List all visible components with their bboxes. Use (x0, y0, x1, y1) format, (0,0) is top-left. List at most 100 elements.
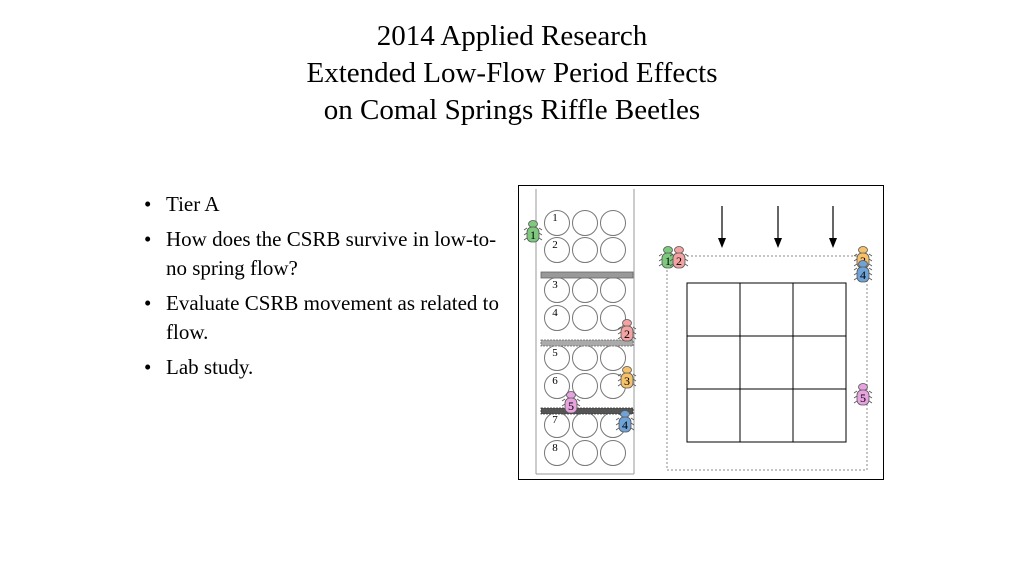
substrate-cell (572, 440, 598, 466)
beetle-icon (618, 416, 632, 433)
title-line-2: Extended Low-Flow Period Effects (306, 57, 718, 89)
beetle-head-icon (620, 410, 630, 418)
beetle-leg (669, 253, 674, 257)
beetle-icon (564, 397, 578, 414)
beetle-leg (868, 253, 873, 257)
beetle-leg (630, 417, 635, 421)
grid-cell (686, 335, 741, 390)
beetle-head-icon (663, 246, 673, 254)
experiment-diagram: 123456781235412345 (518, 185, 884, 480)
beetle-leg (658, 263, 663, 267)
beetle-head-icon (674, 246, 684, 254)
beetle-head-icon (858, 260, 868, 268)
bullet-text: How does the CSRB survive in low-to-no s… (166, 227, 497, 280)
bullet-text: Lab study. (166, 355, 254, 379)
beetle-leg (632, 383, 637, 387)
beetle-head-icon (858, 246, 868, 254)
beetle-leg (523, 232, 528, 236)
beetle-leg (523, 237, 528, 241)
beetle-leg (617, 373, 622, 377)
beetle-leg (669, 263, 674, 267)
beetle-label: 4 (622, 418, 628, 432)
beetle-leg (576, 403, 581, 407)
beetle-leg (868, 395, 873, 399)
beetle-leg (853, 258, 858, 262)
substrate-cell (600, 210, 626, 236)
beetle-icon (620, 372, 634, 389)
beetle-leg (632, 336, 637, 340)
beetle-label: 5 (860, 391, 866, 405)
flow-arrow-icon (718, 238, 726, 248)
bullet-item: •Tier A (144, 190, 504, 219)
substrate-cell (600, 440, 626, 466)
bullet-text: Evaluate CSRB movement as related to flo… (166, 291, 500, 344)
beetle-leg (868, 390, 873, 394)
beetle-leg (853, 395, 858, 399)
beetle-leg (538, 227, 543, 231)
row-number-label: 8 (552, 442, 558, 454)
beetle-leg (853, 277, 858, 281)
grid-cell (739, 282, 794, 337)
row-number-label: 6 (552, 375, 558, 387)
grid-cell (792, 282, 847, 337)
bullet-list: •Tier A • How does the CSRB survive in lo… (144, 190, 504, 388)
beetle-head-icon (528, 220, 538, 228)
beetle-leg (669, 258, 674, 262)
beetle-leg (853, 267, 858, 271)
beetle-leg (561, 403, 566, 407)
flow-arrow-icon (774, 238, 782, 248)
substrate-cell (544, 305, 570, 331)
beetle-label: 5 (568, 399, 574, 413)
row-number-label: 2 (552, 239, 558, 251)
grid-cell (686, 282, 741, 337)
beetle-leg (615, 417, 620, 421)
slide-title: 2014 Applied Research Extended Low-Flow … (0, 18, 1024, 129)
title-line-3: on Comal Springs Riffle Beetles (323, 94, 701, 126)
divider-screen-dark (540, 407, 634, 415)
beetle-head-icon (622, 319, 632, 327)
bullet-dot-icon: • (144, 291, 152, 315)
beetle-label: 1 (665, 254, 671, 268)
experiment-diagram-svg: 123456781235412345 (523, 189, 873, 475)
beetle-leg (853, 253, 858, 257)
beetle-leg (868, 400, 873, 404)
beetle-leg (658, 258, 663, 262)
arena-border (666, 255, 868, 471)
substrate-cell (600, 237, 626, 263)
substrate-cell (600, 277, 626, 303)
substrate-cell (600, 345, 626, 371)
row-number-label: 1 (552, 212, 558, 224)
bullet-dot-icon: • (144, 227, 152, 251)
beetle-leg (632, 326, 637, 330)
beetle-icon (526, 226, 540, 243)
beetle-leg (868, 258, 873, 262)
divider-solid (540, 271, 634, 279)
beetle-label: 2 (676, 254, 682, 268)
beetle-leg (632, 331, 637, 335)
beetle-leg (561, 398, 566, 402)
substrate-cell (544, 210, 570, 236)
title-line-1: 2014 Applied Research (376, 20, 648, 52)
beetle-leg (853, 272, 858, 276)
beetle-icon (620, 325, 634, 342)
beetle-leg (576, 398, 581, 402)
beetle-leg (868, 272, 873, 276)
beetle-icon (856, 389, 870, 406)
beetle-leg (632, 378, 637, 382)
beetle-label: 4 (860, 268, 866, 282)
beetle-leg (617, 378, 622, 382)
beetle-label: 1 (530, 228, 536, 242)
beetle-leg (684, 253, 689, 257)
row-number-label: 3 (552, 279, 558, 291)
beetle-leg (615, 427, 620, 431)
bullet-item: • Evaluate CSRB movement as related to fl… (144, 289, 504, 347)
beetle-leg (538, 232, 543, 236)
substrate-cell (572, 210, 598, 236)
bullet-dot-icon: • (144, 192, 152, 216)
beetle-leg (632, 373, 637, 377)
row-number-label: 4 (552, 307, 558, 319)
bullet-item: • How does the CSRB survive in low-to-no … (144, 225, 504, 283)
substrate-cell (600, 305, 626, 331)
divider-screen (540, 339, 634, 347)
substrate-cell (572, 412, 598, 438)
